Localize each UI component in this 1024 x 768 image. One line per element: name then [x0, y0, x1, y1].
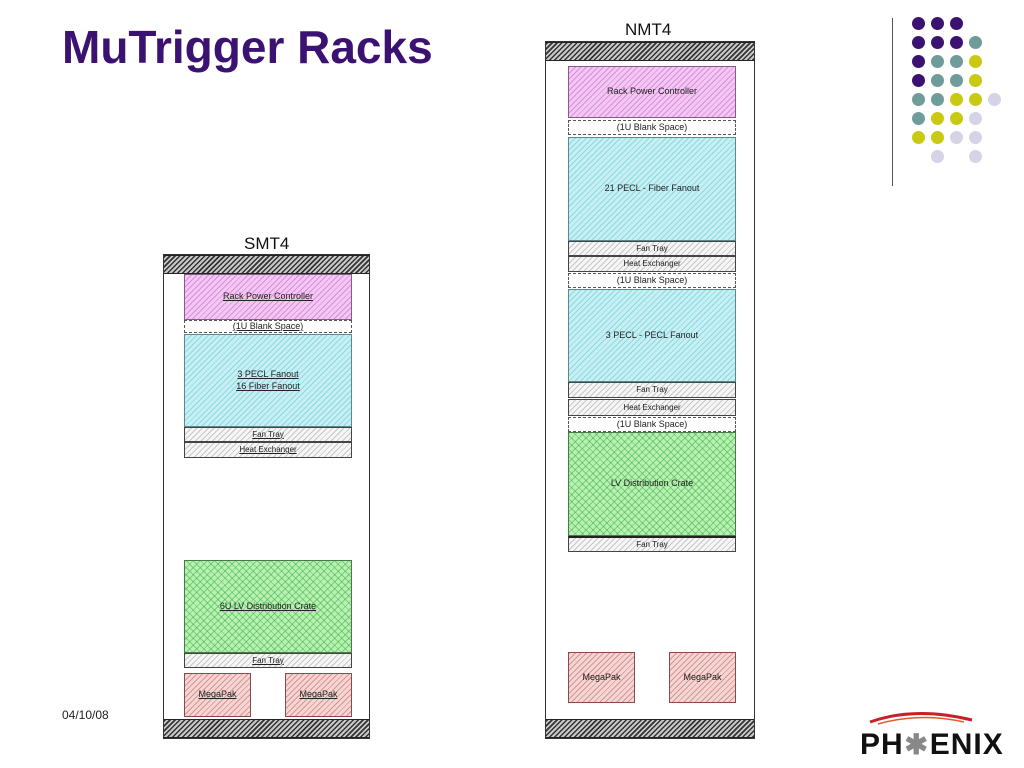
- smt4-rack: Rack Power Controller (1U Blank Space) 3…: [163, 254, 370, 739]
- decorative-dot: [950, 93, 963, 106]
- component-label: 6U LV Distribution Crate: [219, 600, 317, 611]
- component-label-line-1: 3 PECL Fanout: [237, 369, 299, 380]
- decorative-dot: [912, 112, 925, 125]
- decorative-dot: [912, 74, 925, 87]
- component-label: Rack Power Controller: [222, 291, 314, 302]
- smt4-top-rail: [164, 255, 369, 274]
- component-label: 3 PECL - PECL Fanout: [605, 329, 699, 340]
- decorative-dot: [931, 93, 944, 106]
- component-label: Heat Exchanger: [239, 445, 297, 454]
- decorative-dot: [969, 74, 982, 87]
- nmt4-bottom-rail: [546, 719, 754, 738]
- logo-text-right: ENIX: [929, 728, 1004, 761]
- decorative-dot: [969, 112, 982, 125]
- logo-wordmark: PH✱ENIX: [860, 728, 1004, 762]
- component-label: Rack Power Controller: [606, 86, 698, 97]
- decorative-dot: [950, 17, 963, 30]
- component-label: (1U Blank Space): [616, 418, 688, 429]
- decorative-dot: [950, 74, 963, 87]
- component-label: MegaPak: [299, 689, 338, 700]
- decorative-dot: [912, 131, 925, 144]
- decorative-dot: [950, 55, 963, 68]
- decorative-dot: [988, 93, 1001, 106]
- decorative-dot: [950, 131, 963, 144]
- smt4-heat-exchanger: Heat Exchanger: [184, 442, 352, 458]
- smt4-blank-space: (1U Blank Space): [184, 320, 352, 333]
- nmt4-fan-tray-2: Fan Tray: [568, 382, 736, 398]
- slide-date: 04/10/08: [62, 708, 109, 722]
- component-label: (1U Blank Space): [616, 274, 688, 285]
- nmt4-pecl-fiber-fanout: 21 PECL - Fiber Fanout: [568, 137, 736, 241]
- component-label: MegaPak: [683, 671, 722, 682]
- decorative-dot: [969, 131, 982, 144]
- component-label: Fan Tray: [636, 539, 668, 549]
- nmt4-blank-space-2: (1U Blank Space): [568, 273, 736, 288]
- component-label: Heat Exchanger: [623, 259, 681, 268]
- component-label-line-2: 16 Fiber Fanout: [236, 380, 300, 391]
- smt4-lv-distribution-crate: 6U LV Distribution Crate: [184, 560, 352, 653]
- decorative-dot: [912, 17, 925, 30]
- component-label: Fan Tray: [636, 385, 668, 394]
- logo-swoosh-icon: [869, 711, 973, 725]
- nmt4-rack-power-controller: Rack Power Controller: [568, 66, 736, 118]
- nmt4-rack-label: NMT4: [625, 20, 672, 39]
- smt4-megapak-right: MegaPak: [285, 673, 352, 717]
- nmt4-pecl-pecl-fanout: 3 PECL - PECL Fanout: [568, 289, 736, 382]
- logo-text-left: PH: [860, 728, 904, 761]
- nmt4-rack: Rack Power Controller (1U Blank Space) 2…: [545, 41, 755, 739]
- decorative-dot: [931, 131, 944, 144]
- component-label: (1U Blank Space): [232, 320, 304, 331]
- nmt4-top-rail: [546, 42, 754, 61]
- smt4-pecl-fiber-fanout: 3 PECL Fanout 16 Fiber Fanout: [184, 334, 352, 427]
- nmt4-lv-distribution-crate: LV Distribution Crate: [568, 432, 736, 536]
- component-label: 21 PECL - Fiber Fanout: [604, 183, 700, 194]
- decorative-dot: [969, 55, 982, 68]
- decorative-dot: [931, 74, 944, 87]
- smt4-rack-power-controller: Rack Power Controller: [184, 274, 352, 320]
- component-label: MegaPak: [582, 671, 621, 682]
- decorative-dot: [950, 36, 963, 49]
- nmt4-heat-exchanger-1: Heat Exchanger: [568, 256, 736, 272]
- decorative-dot: [931, 55, 944, 68]
- decorative-dot: [931, 150, 944, 163]
- component-label: Fan Tray: [636, 243, 668, 253]
- decorative-dot: [931, 112, 944, 125]
- decorative-dot: [950, 112, 963, 125]
- decorative-dot: [912, 55, 925, 68]
- component-label: MegaPak: [198, 689, 237, 700]
- nmt4-fan-tray-3: Fan Tray: [568, 536, 736, 552]
- component-label: Heat Exchanger: [623, 402, 681, 412]
- nmt4-fan-tray-1: Fan Tray: [568, 241, 736, 256]
- smt4-fan-tray-lower: Fan Tray: [184, 653, 352, 668]
- component-label: Fan Tray: [252, 655, 284, 665]
- nmt4-heat-exchanger-2: Heat Exchanger: [568, 399, 736, 416]
- component-label: LV Distribution Crate: [610, 478, 694, 489]
- decorative-dot: [969, 36, 982, 49]
- decorative-dot: [969, 150, 982, 163]
- decorative-dot: [912, 36, 925, 49]
- nmt4-blank-space-3: (1U Blank Space): [568, 417, 736, 432]
- smt4-bottom-rail: [164, 719, 369, 738]
- component-label: (1U Blank Space): [616, 121, 688, 132]
- smt4-fan-tray: Fan Tray: [184, 427, 352, 442]
- phenix-logo: PH✱ENIX: [860, 708, 1010, 761]
- decorative-dot: [969, 93, 982, 106]
- nmt4-megapak-right: MegaPak: [669, 652, 736, 703]
- smt4-rack-label: SMT4: [244, 234, 290, 253]
- phoenix-star-icon: ✱: [904, 729, 929, 760]
- component-label: Fan Tray: [252, 429, 284, 439]
- decorative-divider: [892, 18, 893, 186]
- decorative-dot: [931, 17, 944, 30]
- slide-title: MuTrigger Racks: [62, 21, 433, 73]
- nmt4-blank-space-1: (1U Blank Space): [568, 120, 736, 135]
- decorative-dot: [912, 93, 925, 106]
- decorative-dot: [931, 36, 944, 49]
- nmt4-megapak-left: MegaPak: [568, 652, 635, 703]
- smt4-megapak-left: MegaPak: [184, 673, 251, 717]
